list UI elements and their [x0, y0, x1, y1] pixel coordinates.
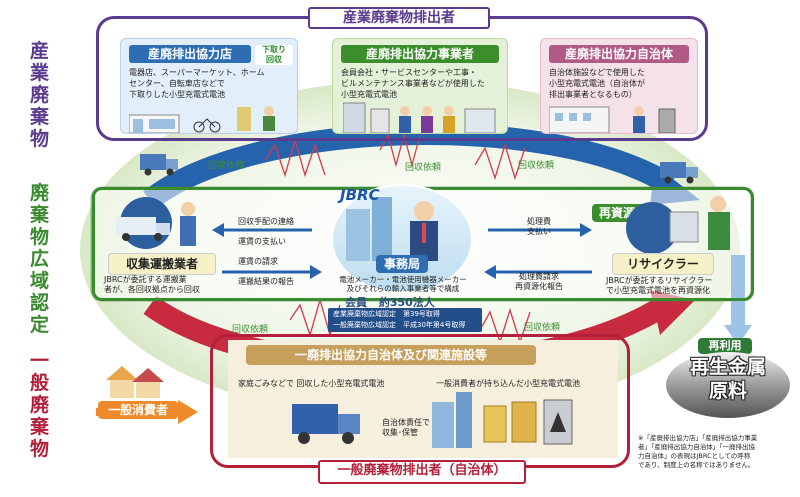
reuse-label: 再利用: [698, 338, 752, 354]
card-business: 産廃排出協力事業者 会員会社・サービスセンターや工事・ ビルメンテナンス事業者な…: [332, 38, 508, 134]
recycler-text: JBRCが委託するリサイクラー で小型充電式電池を再資源化: [606, 276, 713, 295]
side-label-industrial-waste: 産業廃棄物: [29, 40, 50, 150]
card-municipality-text: 自治体施設などで使用した 小型充電式電池（自治体が 排出事業者となるもの）: [549, 68, 645, 99]
collect-request-bottom-right: 回収依頼: [524, 323, 561, 333]
members-value: 約350法人: [378, 296, 435, 309]
general-home-battery: 家庭ごみなどで 回収した小型充電式電池: [238, 379, 385, 388]
card-store: 産廃排出協力店 下取り 回収 電器店、スーパーマーケット、ホーム センター、自転…: [120, 38, 298, 134]
transporter-title: 収集運搬業者: [108, 253, 216, 275]
recycler-title: リサイクラー: [612, 253, 714, 275]
card-municipality-title: 産廃排出協力自治体: [549, 45, 689, 63]
side-label-general-waste: 一般廃棄物: [29, 350, 50, 460]
cert-industrial: 産業廃棄物広域認定 第39号取得: [333, 310, 440, 318]
members-label: 会員: [345, 296, 367, 309]
general-emitter-title: 一般廃棄物排出者（自治体）: [318, 460, 526, 484]
consumer-label: 一般消費者: [98, 401, 178, 419]
flow-fee-claim: 処理費請求 再資源化報告: [515, 272, 563, 291]
cert-general: 一般廃棄物広域認定 平成30年第4号取得: [333, 321, 466, 329]
card-store-badge: 下取り 回収: [255, 45, 293, 65]
footnote: ※「産廃排出協力店」「産廃排出協力事業 者」「産廃排出協力自治体」「一廃排出協 …: [638, 434, 758, 469]
collect-request-mid: 回収依頼: [405, 163, 442, 173]
jbrc-logo: JBRC: [340, 186, 380, 204]
flow-fare-payment: 運賃の支払い: [238, 237, 286, 246]
flow-fare-claim: 運賃の請求: [238, 257, 278, 266]
office-circle: [331, 184, 473, 291]
general-truck-note: 自治体責任で 収集･保管: [382, 418, 430, 437]
truck-icon: [660, 162, 698, 184]
recycler-illustration: [626, 196, 730, 254]
card-store-text: 電器店、スーパーマーケット、ホーム センター、自転車店などで 下取りした小型充電…: [129, 68, 265, 99]
office-members: 会員 約350法人: [345, 294, 465, 310]
general-consumer-battery: 一般消費者が持ち込んだ小型充電式電池: [436, 379, 580, 388]
office-desc: 電池メーカー・電池使用機器メーカー 及びそれらの輸入事業者等で構成: [339, 275, 467, 293]
card-business-text: 会員会社・サービスセンターや工事・ ビルメンテナンス事業者などが使用した 小型充…: [341, 68, 485, 99]
flow-arrange-contact: 回収手配の連絡: [238, 217, 294, 226]
transporter-illustration: [116, 197, 196, 249]
left-flow-arrows: [212, 223, 322, 279]
office-title: 事務局: [376, 255, 428, 273]
recycled-metal-text: 再生金属 原料: [689, 356, 766, 402]
transporter-text: JBRCが委託する運搬業 者が、各回収拠点から回収: [104, 275, 200, 294]
cert-box: 産業廃棄物広域認定 第39号取得 一般廃棄物広域認定 平成30年第4号取得: [328, 308, 482, 332]
general-truck-icon: [292, 404, 360, 444]
card-store-title: 産廃排出協力店: [129, 45, 251, 63]
flow-processing-fee: 処理費 支払い: [527, 217, 551, 236]
side-label-wide-area-cert: 廃棄物広域認定: [29, 182, 50, 336]
industrial-emitter-title: 産業廃棄物排出者: [308, 7, 490, 29]
business-illustration: [343, 102, 496, 133]
house-icon: [106, 366, 164, 398]
store-illustration: [129, 106, 275, 133]
truck-icon: [140, 154, 178, 176]
collect-request-right: 回収依頼: [518, 161, 555, 171]
collect-request-left: 回収依頼: [208, 161, 245, 171]
recycled-metal-ellipse: [666, 352, 790, 418]
card-business-title: 産廃排出協力事業者: [341, 45, 499, 63]
flow-transport-report: 運搬結果の報告: [238, 277, 294, 286]
card-municipality: 産廃排出協力自治体 自治体施設などで使用した 小型充電式電池（自治体が 排出事業…: [540, 38, 698, 134]
municipality-illustration: [549, 106, 676, 133]
general-facility-illustration: [432, 392, 573, 448]
right-flow-arrows: [484, 223, 592, 279]
collect-request-bottom-left: 回収依頼: [232, 325, 269, 335]
general-title: 一廃排出協力自治体及び関連施設等: [246, 345, 536, 365]
